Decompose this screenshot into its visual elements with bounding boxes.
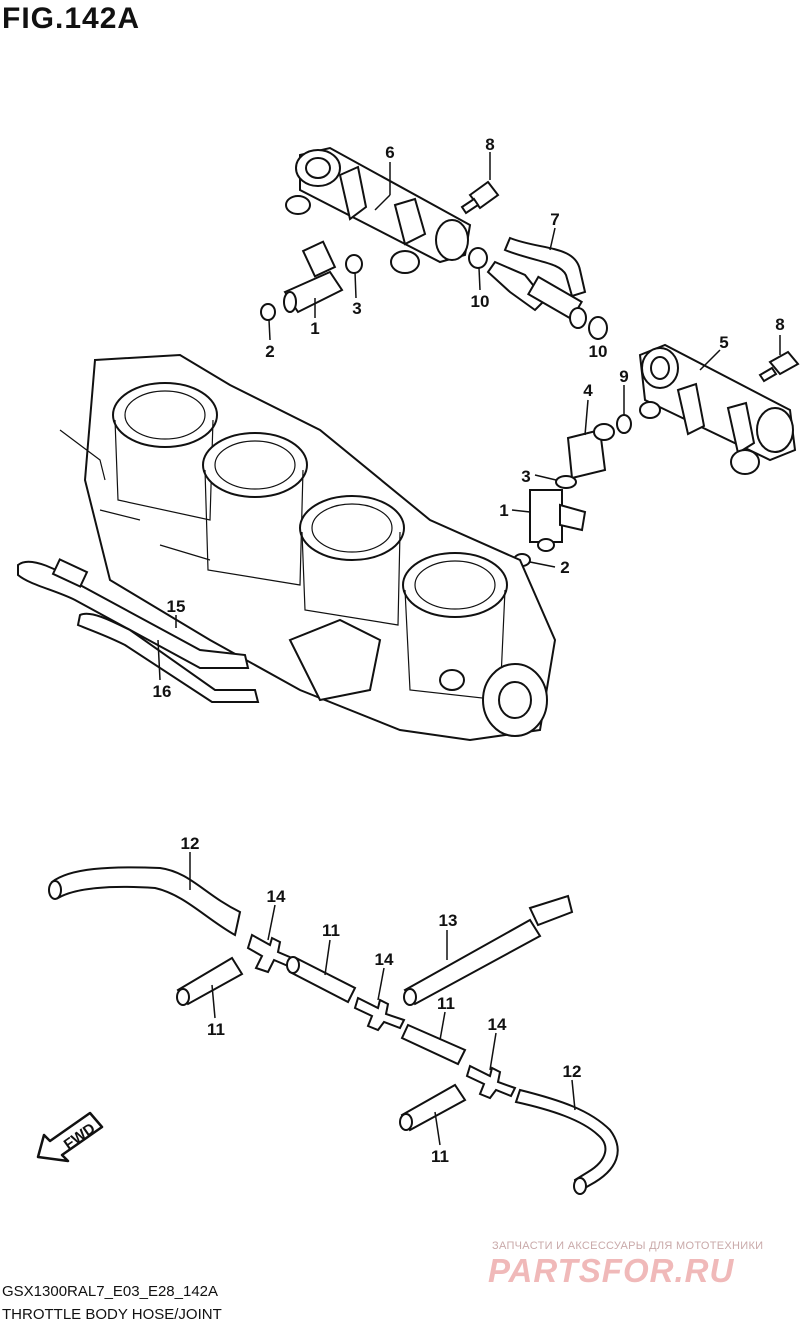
oring-3-right (555, 475, 577, 489)
callout-1-upper: 1 (310, 319, 319, 338)
hose-11-d (399, 1083, 467, 1132)
hose-11-b (286, 956, 357, 1004)
callout-11-c: 11 (437, 994, 455, 1013)
callout-7: 7 (550, 210, 559, 229)
hose-13 (403, 894, 574, 1006)
oring-3-upper (345, 254, 363, 274)
figure-code: GSX1300RAL7_E03_E28_142A (2, 1283, 219, 1300)
hose-11-a (176, 956, 244, 1006)
callout-15: 15 (167, 597, 186, 616)
watermark-tagline: ЗАПЧАСТИ И АКСЕССУАРЫ ДЛЯ МОТОТЕХНИКИ (492, 1240, 764, 1252)
seal-2-upper (260, 303, 276, 321)
leader-lines (157, 152, 781, 1146)
callout-13: 13 (439, 911, 458, 930)
callout-numbers: 6 8 7 1 3 2 10 10 5 8 9 4 3 1 2 15 16 12… (153, 135, 785, 1166)
callout-3-upper: 3 (352, 299, 361, 318)
callout-3-right: 3 (521, 467, 530, 486)
hose-11-c (400, 1023, 467, 1066)
callout-14-c: 14 (488, 1015, 507, 1034)
callout-9: 9 (619, 367, 628, 386)
pipe-7 (486, 236, 587, 329)
hose-15 (17, 558, 250, 669)
bolt-8-right (758, 350, 800, 383)
joint-14-c (465, 1064, 517, 1100)
callout-12-upper: 12 (181, 834, 200, 853)
callout-1-right: 1 (499, 501, 508, 520)
fuel-rail-upper (285, 146, 472, 274)
joint-14-b (353, 996, 406, 1032)
figure-description: THROTTLE BODY HOSE/JOINT (2, 1306, 222, 1323)
injector-upper (283, 240, 344, 314)
hose-16 (76, 612, 260, 703)
oring-9 (616, 414, 632, 434)
callout-2-right: 2 (560, 558, 569, 577)
callout-4: 4 (583, 381, 593, 400)
injector-right (529, 489, 587, 552)
callout-10-lower: 10 (589, 342, 608, 361)
joint-14-a (246, 933, 294, 974)
callout-14-b: 14 (375, 950, 394, 969)
throttle-body-assembly (59, 353, 557, 742)
callout-12-lower: 12 (563, 1062, 582, 1081)
callout-11-d: 11 (431, 1147, 449, 1166)
cap-4 (566, 423, 615, 480)
fwd-arrow-badge: FWD (36, 1111, 104, 1163)
callout-2-upper: 2 (265, 342, 274, 361)
watermark-logo: PARTSFOR.RU (488, 1252, 735, 1289)
figure-title: FIG.142A (2, 2, 141, 35)
callout-11-b: 11 (322, 921, 340, 940)
callout-11-a: 11 (207, 1020, 225, 1039)
callout-14-a: 14 (267, 887, 286, 906)
hose-12-upper (48, 866, 242, 937)
oring-10-upper (468, 247, 488, 269)
callout-5: 5 (719, 333, 728, 352)
bolt-8-upper (460, 180, 500, 215)
fuel-rail-right (638, 343, 797, 475)
callout-8-upper: 8 (485, 135, 494, 154)
callout-10-upper: 10 (471, 292, 490, 311)
hose-12-lower (514, 1088, 619, 1195)
oring-10-lower (588, 316, 608, 340)
callout-16: 16 (153, 682, 172, 701)
callout-8-right: 8 (775, 315, 784, 334)
callout-6: 6 (385, 143, 394, 162)
